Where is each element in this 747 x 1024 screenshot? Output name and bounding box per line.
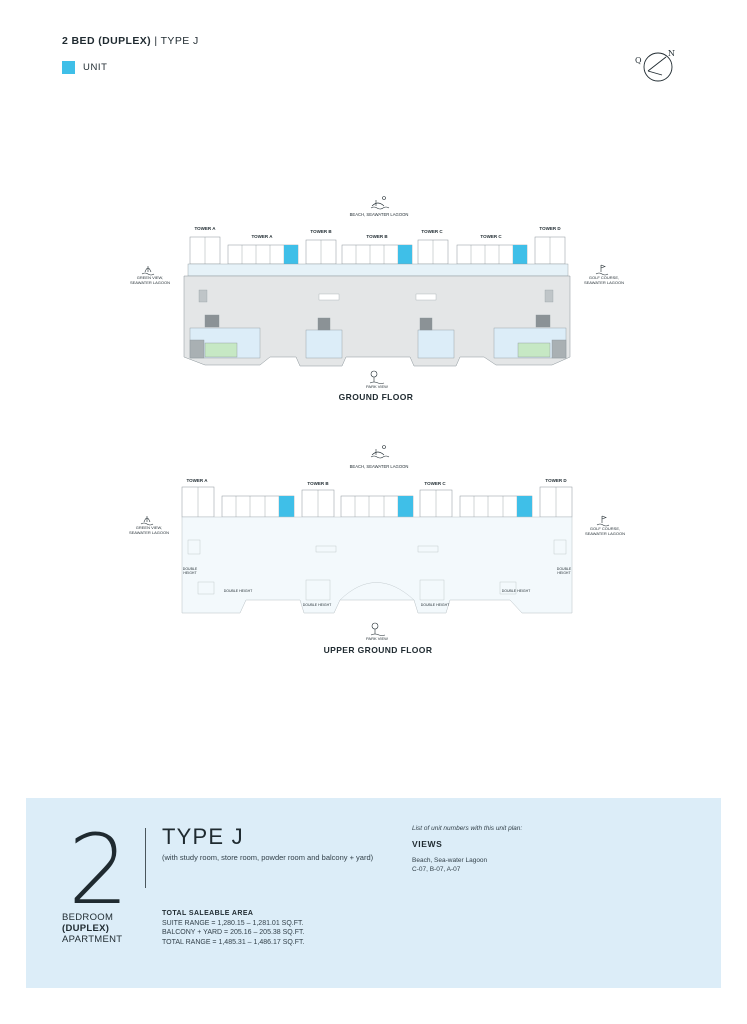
legend-label: UNIT xyxy=(83,62,108,73)
upper-tower-b: TOWER B xyxy=(307,481,329,486)
upper-dh-right-2: HEIGHT xyxy=(557,571,571,575)
ground-top-view: BEACH, SEAWATER LAGOON xyxy=(350,212,409,217)
total-range: TOTAL RANGE = 1,485.31 – 1,486.17 SQ.FT. xyxy=(162,938,305,946)
upper-dh-b: DOUBLE HEIGHT xyxy=(303,603,332,607)
compass-n-label: N xyxy=(668,49,675,58)
compass-q-label: Q xyxy=(635,56,642,65)
bedroom-line-1: BEDROOM xyxy=(62,912,114,923)
tsa-heading: TOTAL SALEABLE AREA xyxy=(162,910,254,917)
upper-dh-a: DOUBLE HEIGHT xyxy=(224,589,253,593)
ground-tower-a-left: TOWER A xyxy=(195,226,217,231)
upper-left-view-1: GREEN VIEW, xyxy=(136,525,162,530)
ground-left-view-1: GREEN VIEW, xyxy=(137,275,163,280)
ground-left-view-2: SEAWATER LAGOON xyxy=(130,280,170,285)
green-view-icon-upper xyxy=(140,516,154,526)
upper-ground-floor-plan: BEACH, SEAWATER LAGOON TOWER A TOWER B T… xyxy=(129,445,625,655)
upper-dh-left-2: HEIGHT xyxy=(183,571,197,575)
title-type: TYPE J xyxy=(160,35,199,47)
upper-left-view-2: SEAWATER LAGOON xyxy=(129,530,169,535)
upper-podium xyxy=(181,516,573,614)
upper-right-view-2: SEAWATER LAGOON xyxy=(585,531,625,536)
upper-right-view-1: GOLF COURSE, xyxy=(590,526,620,531)
views-value: Beach, Sea-water Lagoon xyxy=(412,857,488,864)
upper-dh-left-1: DOUBLE xyxy=(183,567,198,571)
upper-floor-label: UPPER GROUND FLOOR xyxy=(324,645,433,655)
ground-tower-b-left: TOWER B xyxy=(310,229,332,234)
green-view-icon xyxy=(141,266,155,276)
views-heading: VIEWS xyxy=(412,839,443,849)
compass-icon: N Q xyxy=(635,46,679,91)
bedroom-line-2: (DUPLEX) xyxy=(62,923,110,934)
ground-floor-plan: BEACH, SEAWATER LAGOON TOWER A TOWER A T… xyxy=(130,196,624,402)
upper-dh-d: DOUBLE HEIGHT xyxy=(502,589,531,593)
ground-tower-c-left: TOWER C xyxy=(421,229,443,234)
title-bold: 2 BED (DUPLEX) xyxy=(62,35,152,47)
ground-right-view-1: GOLF COURSE, xyxy=(589,275,619,280)
type-subtitle: (with study room, store room, powder roo… xyxy=(162,853,374,862)
title-separator: | xyxy=(151,35,161,47)
park-icon-upper xyxy=(370,622,386,636)
upper-unit-a-07 xyxy=(279,496,294,517)
ground-right-view-2: SEAWATER LAGOON xyxy=(584,280,624,285)
golf-icon-upper xyxy=(596,515,610,527)
beach-icon xyxy=(370,196,390,210)
page-title: 2 BED (DUPLEX) | TYPE J xyxy=(62,35,199,47)
upper-bottom-view: PARK VIEW xyxy=(366,636,388,641)
views-list: Beach, Sea-water Lagoon C-07, B-07, A-07 xyxy=(412,856,487,874)
unit-a-07 xyxy=(284,245,298,264)
upper-unit-b-07 xyxy=(398,496,413,517)
ground-tower-d: TOWER D xyxy=(539,226,561,231)
upper-dh-right-1: DOUBLE xyxy=(557,567,572,571)
unit-list-label: List of unit numbers with this unit plan… xyxy=(412,825,523,832)
ground-bottom-view: PARK VIEW xyxy=(366,384,388,389)
golf-icon xyxy=(595,264,609,276)
ground-floor-label: GROUND FLOOR xyxy=(339,392,414,402)
type-title: TYPE J xyxy=(162,824,244,849)
bedroom-count: 2 xyxy=(68,814,130,926)
upper-tower-c: TOWER C xyxy=(424,481,446,486)
balcony-strip xyxy=(187,263,569,277)
ground-tower-c: TOWER C xyxy=(480,234,502,239)
unit-swatch xyxy=(62,61,75,74)
unit-numbers: C-07, B-07, A-07 xyxy=(412,866,461,873)
balcony-yard: BALCONY + YARD = 205.16 – 205.38 SQ.FT. xyxy=(162,929,305,936)
park-icon xyxy=(369,370,385,384)
upper-top-view: BEACH, SEAWATER LAGOON xyxy=(350,464,409,469)
ground-podium xyxy=(183,275,571,367)
upper-tower-d: TOWER D xyxy=(545,478,567,483)
ground-tower-b: TOWER B xyxy=(366,234,388,239)
info-panel xyxy=(26,798,721,988)
divider xyxy=(145,828,146,888)
ground-tower-a: TOWER A xyxy=(252,234,274,239)
bedroom-label: BEDROOM (DUPLEX) APARTMENT xyxy=(62,912,122,945)
suite-range: SUITE RANGE = 1,280.15 – 1,281.01 SQ.FT. xyxy=(162,919,304,927)
legend: UNIT xyxy=(62,61,108,74)
upper-dh-c: DOUBLE HEIGHT xyxy=(421,603,450,607)
unit-b-07 xyxy=(398,245,412,264)
beach-icon-upper xyxy=(370,445,390,459)
upper-unit-c-07 xyxy=(517,496,532,517)
upper-tower-a: TOWER A xyxy=(187,478,209,483)
saleable-area: TOTAL SALEABLE AREA SUITE RANGE = 1,280.… xyxy=(162,909,304,947)
unit-c-07 xyxy=(513,245,527,264)
bedroom-line-3: APARTMENT xyxy=(62,934,123,945)
